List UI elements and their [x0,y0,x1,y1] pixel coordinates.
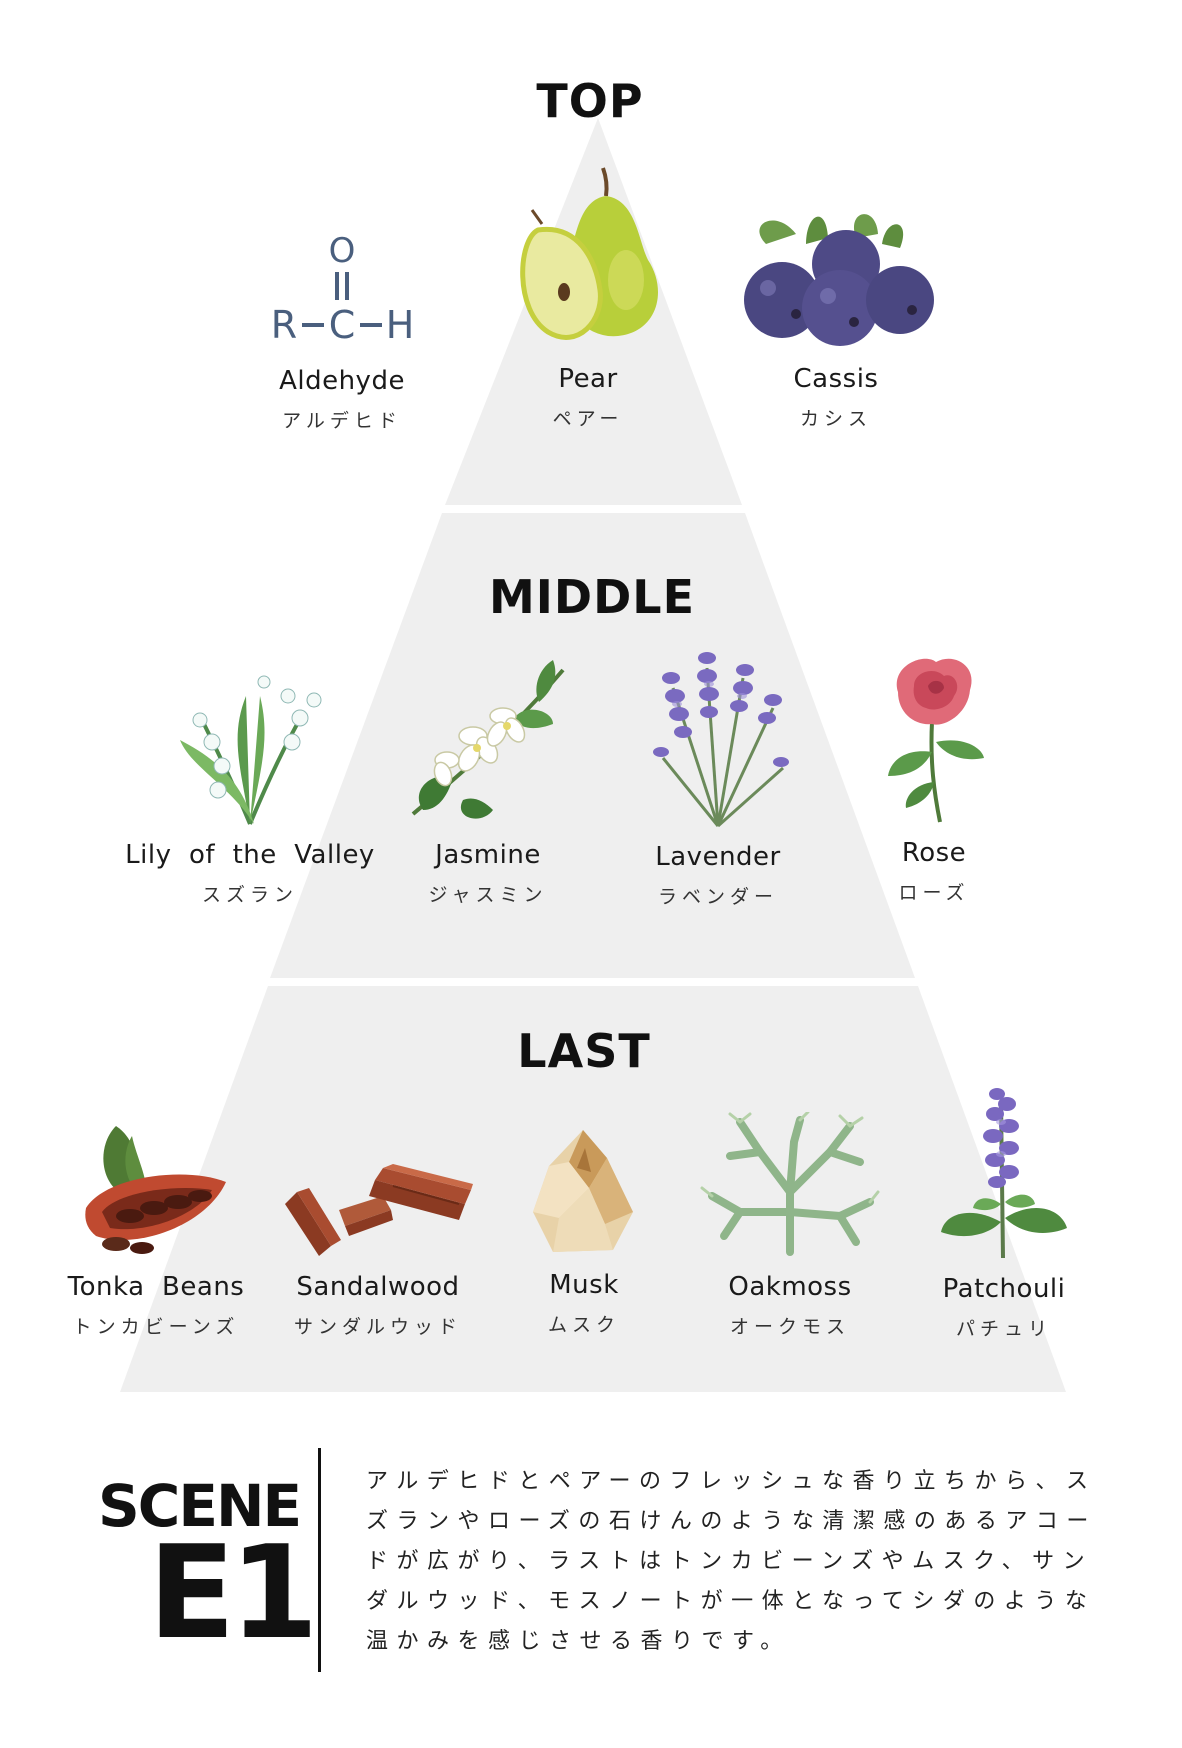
note-label-en: Musk [549,1270,619,1300]
oakmoss-icon [700,1112,880,1256]
note-label-ja: ムスク [547,1314,620,1336]
tier-title-top: TOP [536,74,644,128]
tonka-beans-icon [85,1126,226,1254]
note-label-ja: ジャスミン [428,884,548,906]
note-label-en: Patchouli [942,1274,1066,1304]
note-label-en: Jasmine [435,840,541,870]
svg-text:R: R [271,303,297,347]
note-label-ja: カシス [799,408,872,430]
note-label-en: Lavender [655,842,781,872]
note-label-en: Lily of the Valley [125,840,375,870]
note-label-ja: スズラン [201,884,298,906]
note-cassis: Cassis カシス [706,204,966,431]
note-patchouli: Patchouli パチュリ [874,1082,1134,1341]
note-label-en: Oakmoss [728,1272,852,1302]
tier-title-last: LAST [517,1024,651,1078]
cassis-icon [744,214,934,346]
scene-code: E1 [148,1519,318,1668]
note-label-ja: サンダルウッド [293,1316,462,1338]
scene-divider [318,1448,321,1672]
note-pear: Pear ペアー [458,160,718,431]
note-rose: Rose ローズ [804,652,1064,905]
note-label-en: Sandalwood [296,1272,460,1302]
jasmine-icon [411,660,565,819]
pyramid-tier-middle [270,513,915,978]
svg-text:C: C [329,303,356,347]
tier-title-middle: MIDDLE [489,570,695,624]
note-lavender: Lavender ラベンダー [588,648,848,909]
note-label-ja: ラベンダー [657,886,778,908]
note-musk: Musk ムスク [454,1128,714,1337]
note-tonka-beans: Tonka Beans トンカビーンズ [26,1116,286,1339]
note-aldehyde: O R C H Aldehyde アルデヒド [212,232,472,433]
note-oakmoss: Oakmoss オークモス [660,1112,920,1339]
note-label-en: Aldehyde [279,366,405,396]
note-label-ja: アルデヒド [282,410,402,432]
aldehyde-formula-icon: O R C H [271,232,415,347]
note-label-ja: ローズ [898,882,970,904]
svg-text:O: O [329,232,356,271]
lavender-icon [653,652,789,828]
svg-text:H: H [386,303,415,347]
note-sandalwood: Sandalwood サンダルウッド [248,1160,508,1339]
note-label-en: Cassis [793,364,879,394]
note-jasmine: Jasmine ジャスミン [358,650,618,907]
note-lily-of-the-valley: Lily of the Valley スズラン [120,656,380,907]
note-label-ja: パチュリ [955,1318,1052,1340]
note-label-en: Pear [558,364,618,394]
note-label-en: Rose [901,838,967,868]
scene-description: アルデヒドとペアーのフレッシュな香り立ちから、スズランやローズの石けんのような清… [366,1469,1097,1654]
note-label-en: Tonka Beans [67,1272,245,1302]
patchouli-icon [941,1088,1067,1259]
pear-icon [520,167,658,340]
sandalwood-icon [285,1164,473,1256]
note-label-ja: ペアー [552,408,624,430]
musk-crystal-icon [533,1130,633,1252]
scene-label: SCENE [98,1472,302,1540]
note-label-ja: オークモス [729,1316,850,1338]
lily-of-the-valley-icon [180,675,322,825]
rose-icon [888,658,984,823]
note-label-ja: トンカビーンズ [72,1316,240,1338]
